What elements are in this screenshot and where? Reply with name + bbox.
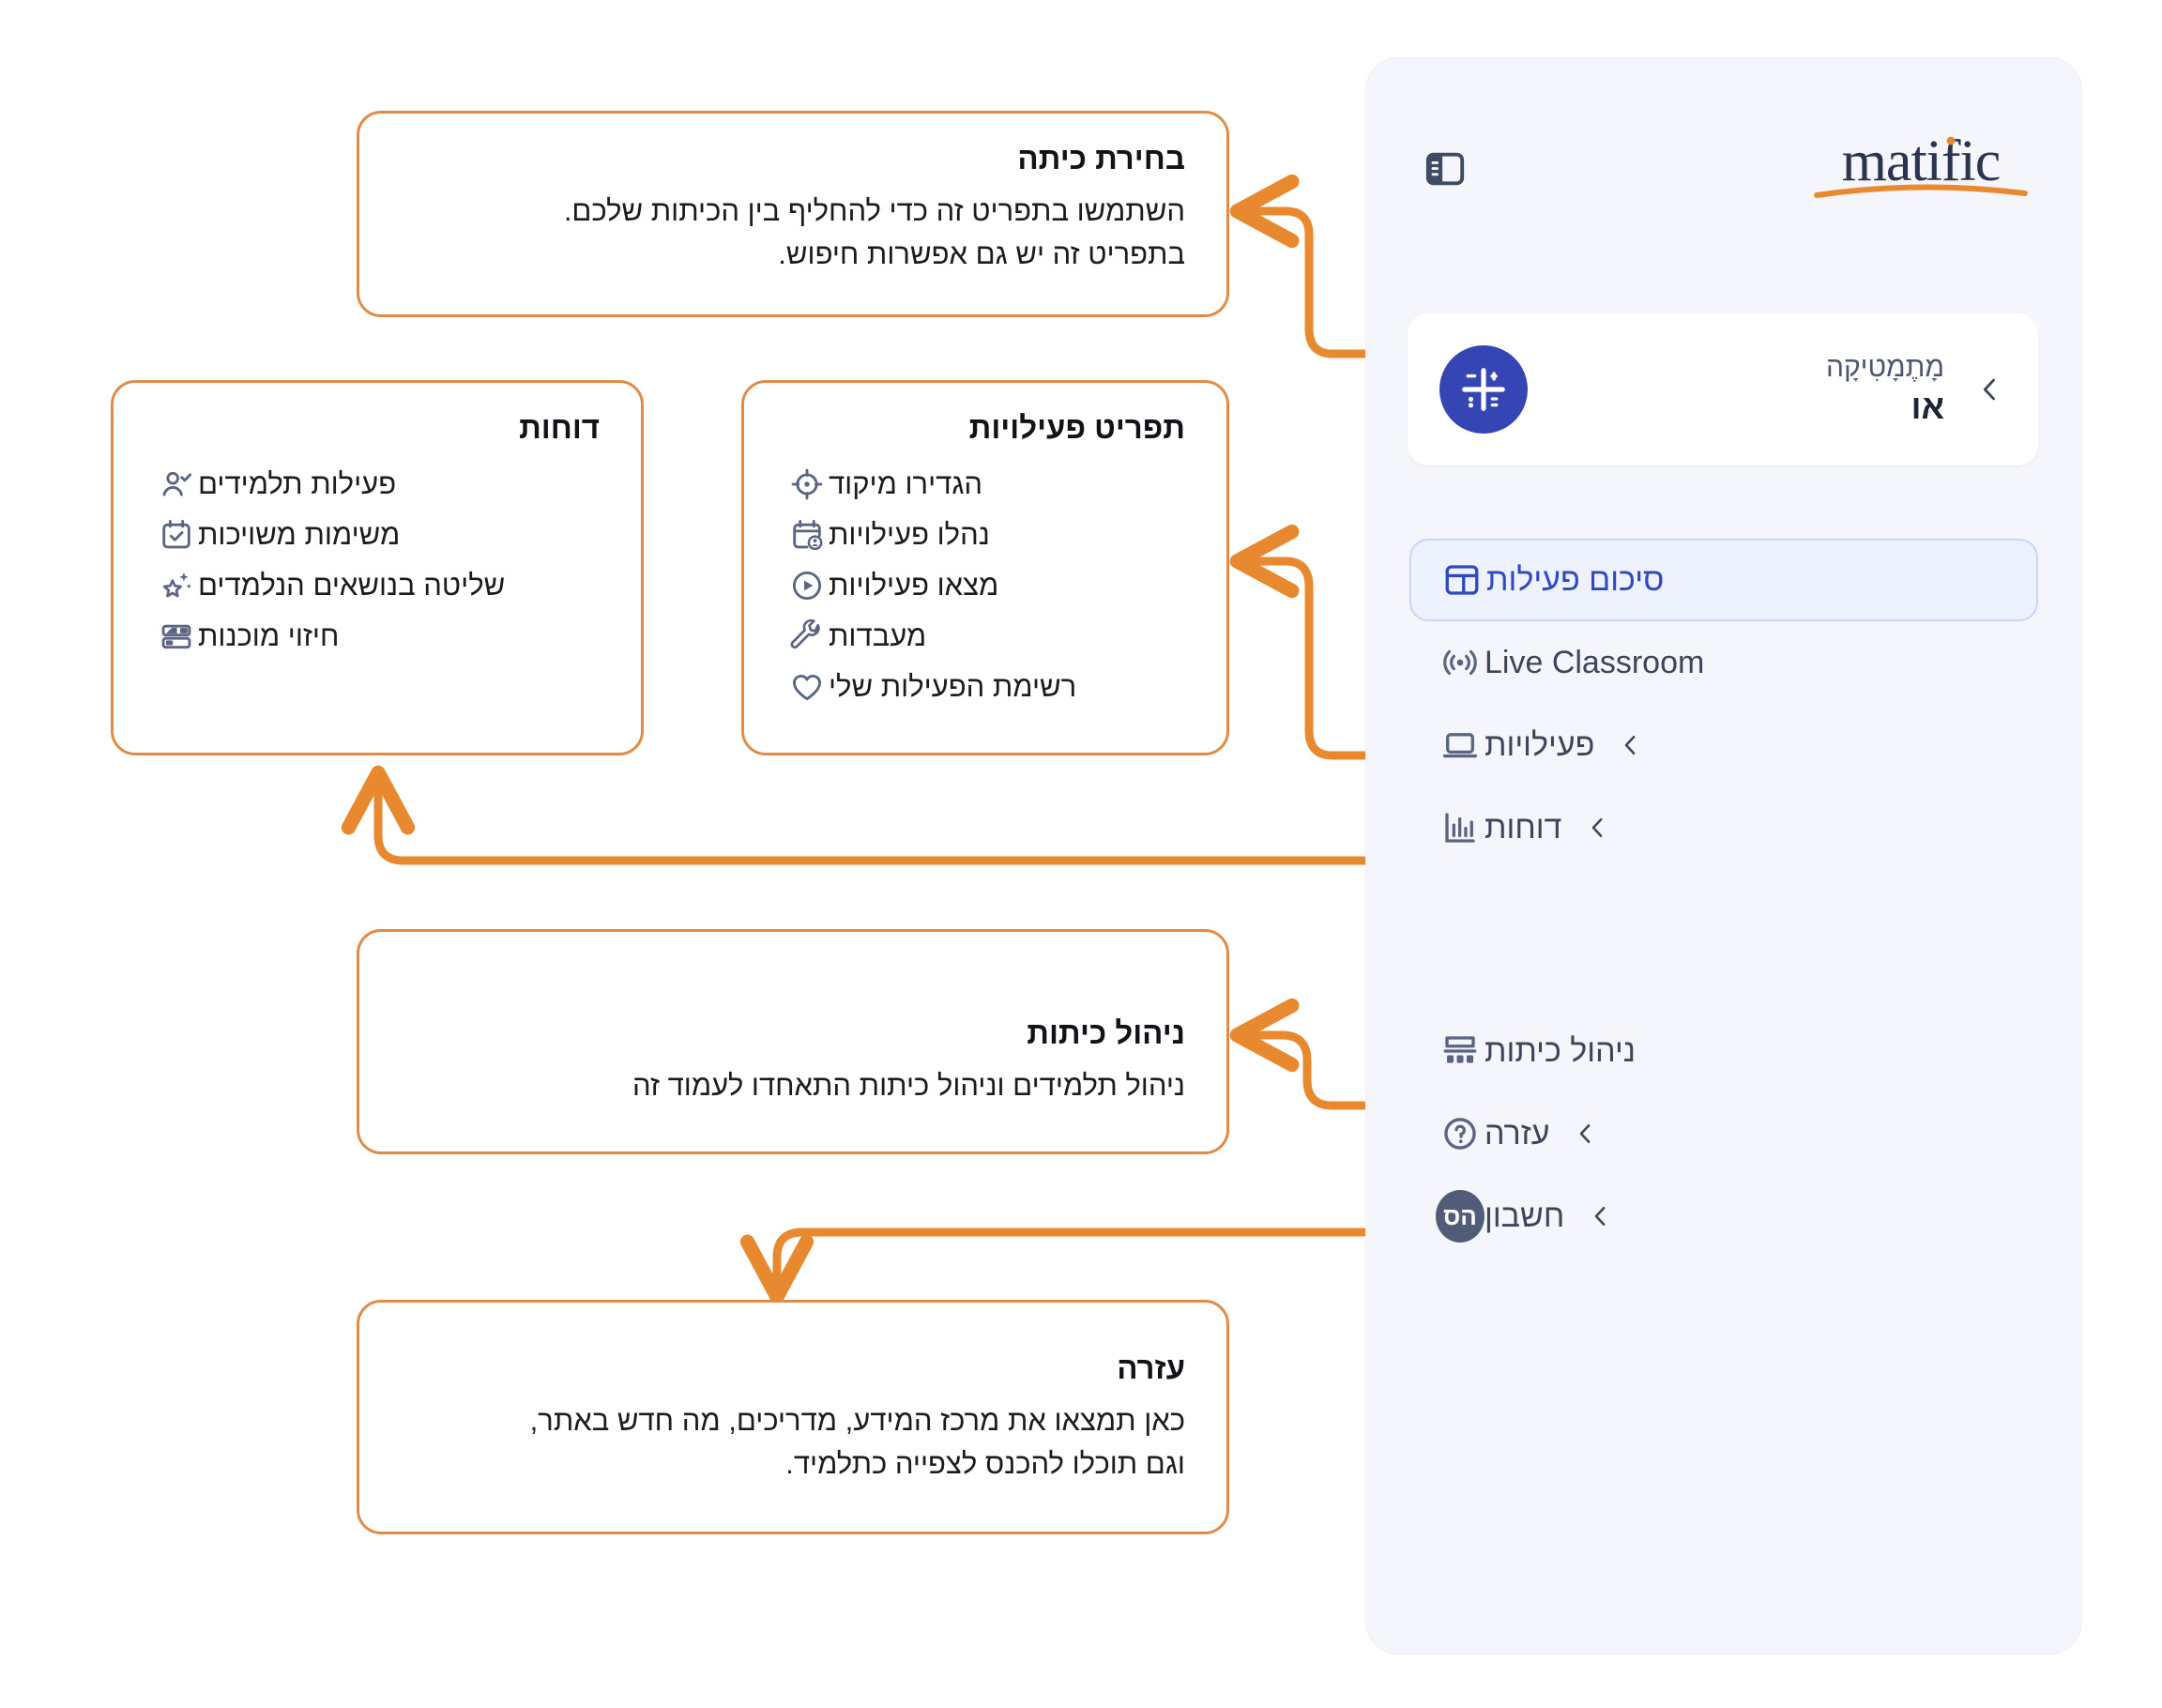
connector-help: [739, 1218, 1437, 1304]
callout-body-line-1: השתמשו בתפריט זה כדי להחליף בין הכיתות ש…: [563, 193, 1185, 227]
sidebar-item-reports[interactable]: דוחות: [1409, 786, 2038, 869]
list-item: מעבדות: [785, 611, 1185, 662]
list-item-label: רשימת הפעילות שלי: [829, 669, 1077, 703]
chevron-left-icon[interactable]: [1584, 814, 1612, 842]
callout-body-line-1: ניהול תלמידים וניהול כיתות התאחדו לעמוד …: [632, 1068, 1185, 1102]
class-name: או: [1911, 388, 1944, 427]
callout-title: בחירת כיתה: [1017, 141, 1185, 175]
star-sparkle-icon: [155, 564, 198, 607]
list-item: הגדירו מיקוד: [785, 459, 1185, 510]
sidebar-item-label: חשבון: [1484, 1197, 1565, 1234]
sidebar-item-label: דוחות: [1484, 809, 1562, 846]
user-check-icon: [155, 463, 198, 506]
list-item: משימות משויכות: [155, 510, 600, 560]
list-item-label: מעבדות: [829, 618, 927, 652]
sidebar-item-live-classroom[interactable]: Live Classroom: [1409, 621, 2038, 704]
sidebar-panel: matific: [1366, 58, 2081, 1654]
list-item: רשימת הפעילות שלי: [785, 662, 1185, 712]
chevron-left-icon[interactable]: [1572, 1120, 1600, 1148]
callout-title: ניהול כיתות: [1027, 1015, 1185, 1050]
layout-blocks-icon: [155, 615, 198, 658]
callout-activities-list: הגדירו מיקוד נהלו פעילויות: [785, 459, 1185, 712]
sidebar-item-activity-summary[interactable]: סיכום פעילות: [1409, 539, 2038, 621]
chevron-left-icon[interactable]: [1974, 374, 2006, 405]
list-item: מצאו פעילויות: [785, 560, 1185, 611]
play-circle-icon: [785, 564, 829, 607]
sidebar-item-label: עזרה: [1484, 1115, 1550, 1151]
sidebar-item-account[interactable]: הס חשבון: [1409, 1175, 2038, 1258]
list-item-label: נהלו פעילויות: [829, 517, 990, 551]
sidebar-header: matific: [1366, 58, 2081, 218]
callout-class-picker: בחירת כיתה השתמשו בתפריט זה כדי להחליף ב…: [357, 111, 1229, 317]
account-avatar-icon: הס: [1436, 1190, 1484, 1243]
sidebar-item-label: ניהול כיתות: [1484, 1032, 1637, 1069]
callout-title: עזרה: [1117, 1350, 1185, 1385]
calendar-check-icon: [155, 513, 198, 557]
sidebar-item-label: סיכום פעילות: [1486, 561, 1665, 598]
callout-body-line-1: כאן תמצאו את מרכז המידע, מדריכים, מה חדש…: [529, 1403, 1185, 1437]
sidebar-panel-toggle-icon[interactable]: [1419, 143, 1471, 195]
dashboard-layout-icon: [1438, 556, 1486, 604]
sidebar-item-help[interactable]: עזרה: [1409, 1092, 2038, 1175]
target-icon: [785, 463, 829, 506]
callout-help: עזרה כאן תמצאו את מרכז המידע, מדריכים, מ…: [357, 1300, 1229, 1534]
sidebar-item-class-management[interactable]: ניהול כיתות: [1409, 1010, 2038, 1092]
chevron-left-icon[interactable]: [1617, 731, 1645, 759]
chevron-left-icon[interactable]: [1587, 1202, 1615, 1230]
callout-reports-list: פעילות תלמידים משימות משויכות: [155, 459, 600, 662]
sidebar-item-activities[interactable]: פעילויות: [1409, 704, 2038, 786]
connector-reports: [341, 765, 1437, 875]
list-item: פעילות תלמידים: [155, 459, 600, 510]
svg-text:matific: matific: [1842, 130, 2001, 193]
list-item-label: שליטה בנושאים הנלמדים: [198, 568, 506, 602]
class-selector-card[interactable]: מָתֶמָטִיקָה או: [1408, 313, 2038, 465]
classroom-icon: [1436, 1027, 1484, 1075]
class-subject: מָתֶמָטִיקָה: [1825, 351, 1944, 383]
list-item-label: פעילות תלמידים: [198, 466, 397, 500]
callout-class-management: ניהול כיתות ניהול תלמידים וניהול כיתות ה…: [357, 929, 1229, 1154]
list-item-label: מצאו פעילויות: [829, 568, 999, 602]
callout-reports: דוחות פעילות תלמידים: [111, 380, 644, 755]
callout-body-line-2: וגם תוכלו להכנס לצפייה כתלמיד.: [785, 1447, 1185, 1481]
nav-gap: [1409, 869, 2038, 1010]
list-item: נהלו פעילויות: [785, 510, 1185, 560]
list-item: שליטה בנושאים הנלמדים: [155, 560, 600, 611]
list-item-label: משימות משויכות: [198, 517, 401, 551]
list-item-label: חיזוי מוכנות: [198, 618, 340, 652]
class-card-text: מָתֶמָטִיקָה או: [1528, 351, 1944, 429]
sidebar-item-label: פעילויות: [1484, 726, 1595, 763]
wrench-icon: [785, 615, 829, 658]
sidebar-nav: סיכום פעילות Live Classroom: [1409, 539, 2038, 1258]
callout-activities: תפריט פעילויות הגדירו מיקוד: [741, 380, 1229, 755]
matific-logo: matific: [1804, 126, 2038, 212]
callout-body-line-2: בתפריט זה יש גם אפשרות חיפוש.: [778, 237, 1185, 271]
laptop-icon: [1436, 721, 1484, 770]
account-initials: הס: [1436, 1190, 1484, 1243]
broadcast-icon: [1436, 638, 1484, 687]
math-operators-icon: [1439, 345, 1528, 434]
list-item-label: הגדירו מיקוד: [829, 466, 983, 500]
sidebar-item-label: Live Classroom: [1484, 644, 1705, 680]
heart-icon: [785, 665, 829, 709]
calendar-user-icon: [785, 513, 829, 557]
bar-chart-icon: [1436, 803, 1484, 852]
list-item: חיזוי מוכנות: [155, 611, 600, 662]
callout-title: דוחות: [519, 410, 600, 445]
question-circle-icon: [1436, 1109, 1484, 1158]
callout-title: תפריט פעילויות: [968, 410, 1185, 445]
